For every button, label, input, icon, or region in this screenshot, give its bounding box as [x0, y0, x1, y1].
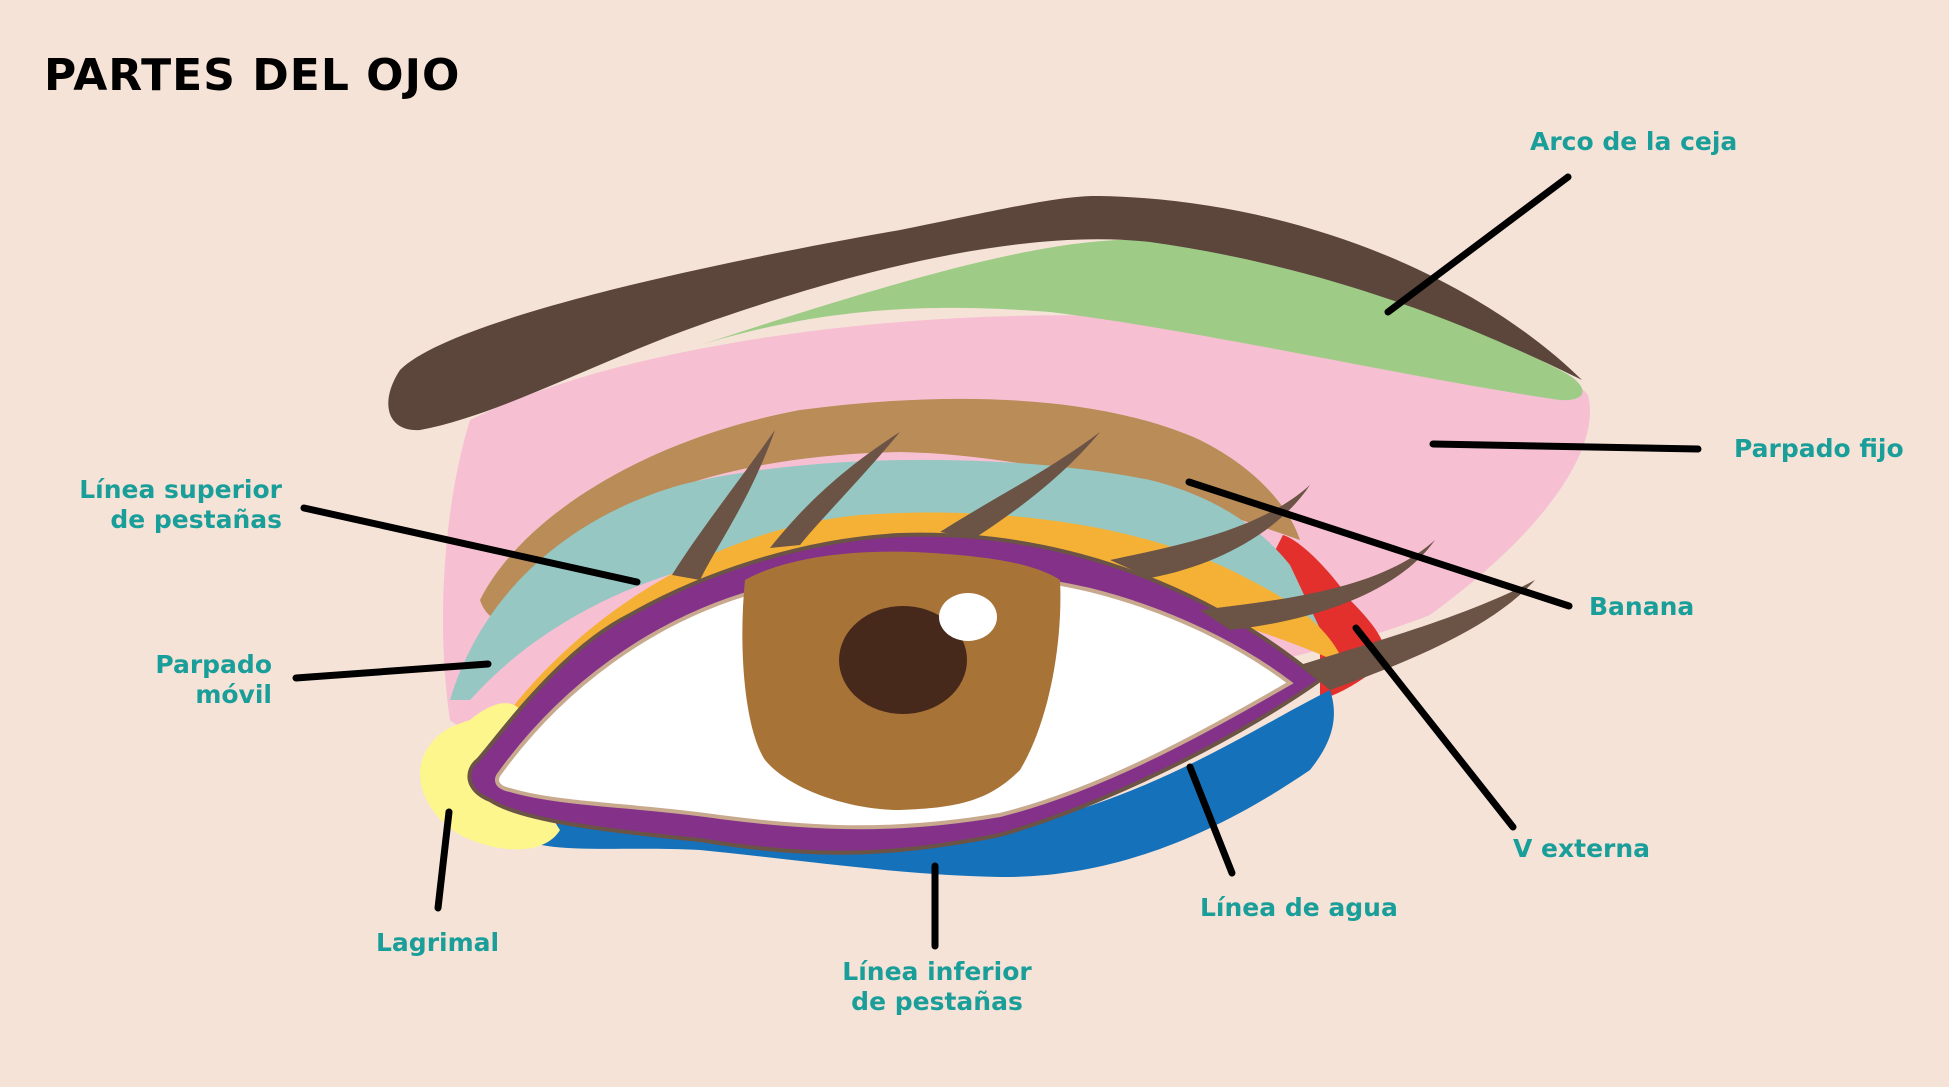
leader-arco-ceja	[1384, 173, 1572, 316]
leader-parpado-fijo	[1429, 440, 1702, 453]
banana-region	[480, 398, 1300, 621]
label-v-externa: V externa	[1513, 834, 1651, 863]
label-linea-superior-line2: de pestañas	[110, 505, 282, 534]
leader-lines	[292, 173, 1702, 950]
eyelashes	[672, 430, 1535, 690]
leader-banana	[1185, 478, 1573, 610]
eyebrow	[388, 195, 1582, 431]
label-linea-superior: Línea superior de pestañas	[60, 475, 282, 535]
label-banana: Banana	[1589, 592, 1695, 621]
page-title: PARTES DEL OJO	[44, 50, 461, 101]
brow-arch-region	[700, 239, 1583, 401]
lower-lash-line-region	[500, 690, 1334, 878]
label-parpado-movil-line2: móvil	[195, 680, 272, 709]
label-parpado-fijo: Parpado fijo	[1734, 434, 1904, 463]
leader-lagrimal	[434, 808, 453, 912]
label-linea-inferior-line2: de pestañas	[851, 987, 1023, 1016]
leader-linea-superior	[300, 504, 641, 586]
leader-linea-agua	[1186, 763, 1236, 877]
pupil	[839, 606, 967, 714]
label-linea-superior-line1: Línea superior	[79, 475, 282, 504]
mobile-eyelid-region	[450, 459, 1330, 700]
label-arco-ceja: Arco de la ceja	[1530, 127, 1738, 156]
label-linea-inferior-line1: Línea inferior	[842, 957, 1032, 986]
leader-v-externa	[1352, 624, 1517, 831]
label-lagrimal: Lagrimal	[376, 928, 500, 957]
leader-parpado-movil	[292, 660, 492, 682]
label-parpado-movil-line1: Parpado	[155, 650, 272, 679]
label-parpado-movil: Parpado móvil	[100, 650, 272, 710]
eye-highlight	[939, 593, 997, 641]
label-linea-agua: Línea de agua	[1200, 893, 1398, 922]
label-linea-inferior: Línea inferior de pestañas	[820, 957, 1054, 1017]
